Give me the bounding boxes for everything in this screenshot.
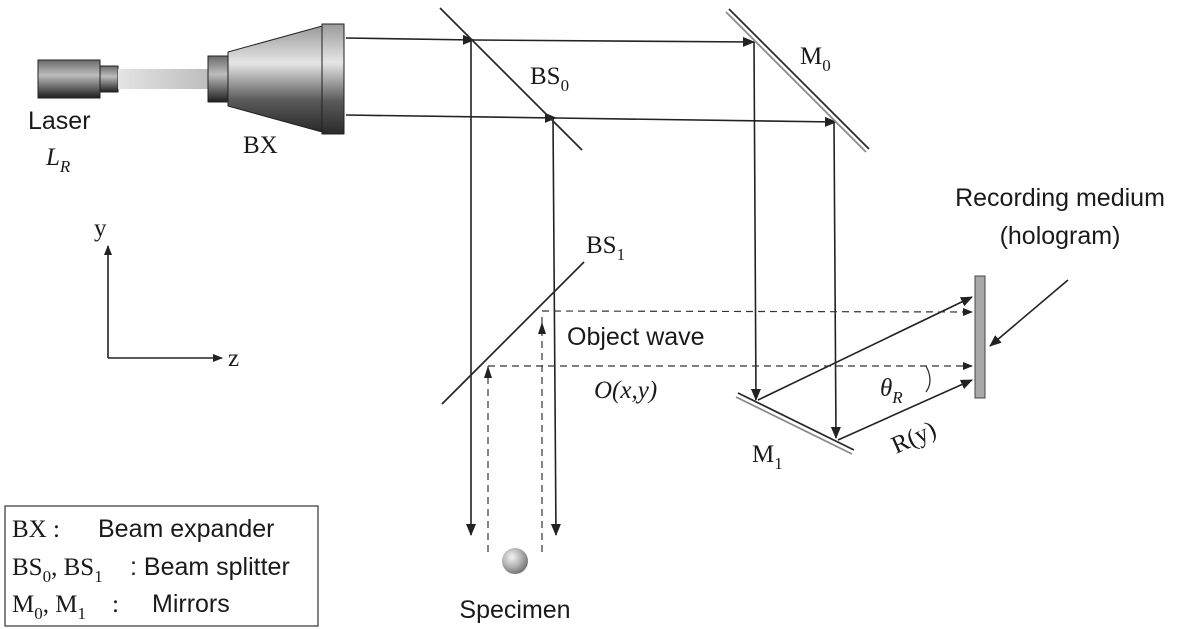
- legend-row-m-colon: :: [112, 591, 119, 618]
- laser-label: Laser: [28, 107, 91, 135]
- y-axis-label: y: [94, 215, 107, 242]
- legend-row-bs-symbol: BS0, BS1: [12, 554, 103, 586]
- specimen-sphere: [502, 548, 528, 574]
- beam-upper-to-m0: [473, 36, 755, 47]
- legend-box: BX : Beam expander BS0, BS1 : Beam split…: [4, 505, 319, 627]
- specimen-label: Specimen: [459, 596, 570, 624]
- beam-lower-to-m0: [555, 116, 837, 127]
- laser-body: [37, 59, 101, 99]
- beam-paths: [345, 34, 973, 536]
- object-arrow-right-up: [538, 322, 546, 334]
- beam-splitter-bs1: [441, 261, 585, 405]
- beam-bs0-down-right: [550, 117, 561, 536]
- beam-expander-cone: [227, 25, 323, 133]
- legend-row-bx-symbol: BX :: [12, 516, 60, 543]
- theta-label: θR: [880, 375, 903, 407]
- reference-wave-label: R(y): [887, 416, 940, 459]
- z-axis-label: z: [228, 345, 239, 372]
- mirror-m1: [735, 392, 855, 455]
- laser-device: [37, 59, 210, 99]
- beam-splitter-bs0: [439, 7, 583, 151]
- theta-angle-arc: [925, 365, 931, 393]
- bx-label: BX: [243, 132, 278, 159]
- beam-lower-to-bs0: [345, 112, 557, 123]
- legend-row-m-symbol: M0, M1: [12, 591, 86, 623]
- legend-row-bs-text: : Beam splitter: [130, 553, 290, 581]
- hologram-plate: [974, 275, 986, 399]
- beam-m0-down-left: [750, 41, 761, 401]
- axis-indicator: [104, 245, 223, 362]
- beam-upper-to-bs0: [345, 34, 475, 45]
- mirror-m0: [725, 8, 870, 153]
- beam-expander-output: [321, 23, 345, 135]
- legend-frame: [4, 505, 319, 627]
- reference-beam-lower: [837, 379, 973, 441]
- beam-expander: [207, 23, 345, 135]
- hologram-label: (hologram): [1000, 222, 1121, 250]
- object-function-label: O(x,y): [594, 377, 657, 404]
- reference-beam-upper: [757, 296, 973, 401]
- bs1-label: BS1: [586, 232, 625, 264]
- object-path-upper: [541, 307, 973, 316]
- legend-row-m-text: Mirrors: [152, 590, 230, 618]
- laser-nozzle: [99, 65, 119, 93]
- bs0-label: BS0: [530, 63, 569, 95]
- object-arrow-left-up: [484, 366, 492, 378]
- object-wave-paths: [484, 307, 973, 552]
- object-wave-label: Object wave: [567, 323, 705, 351]
- beam-m0-down-right: [830, 121, 841, 439]
- m0-label: M0: [800, 43, 831, 75]
- laser-beam: [118, 69, 210, 89]
- m1-label: M1: [752, 441, 783, 473]
- hologram-pointer-arrow: [989, 279, 1069, 347]
- laser-symbol: LR: [45, 144, 71, 176]
- legend-row-bx-text: Beam expander: [98, 515, 275, 543]
- beam-expander-input: [207, 55, 229, 103]
- recording-medium-label: Recording medium: [955, 184, 1165, 212]
